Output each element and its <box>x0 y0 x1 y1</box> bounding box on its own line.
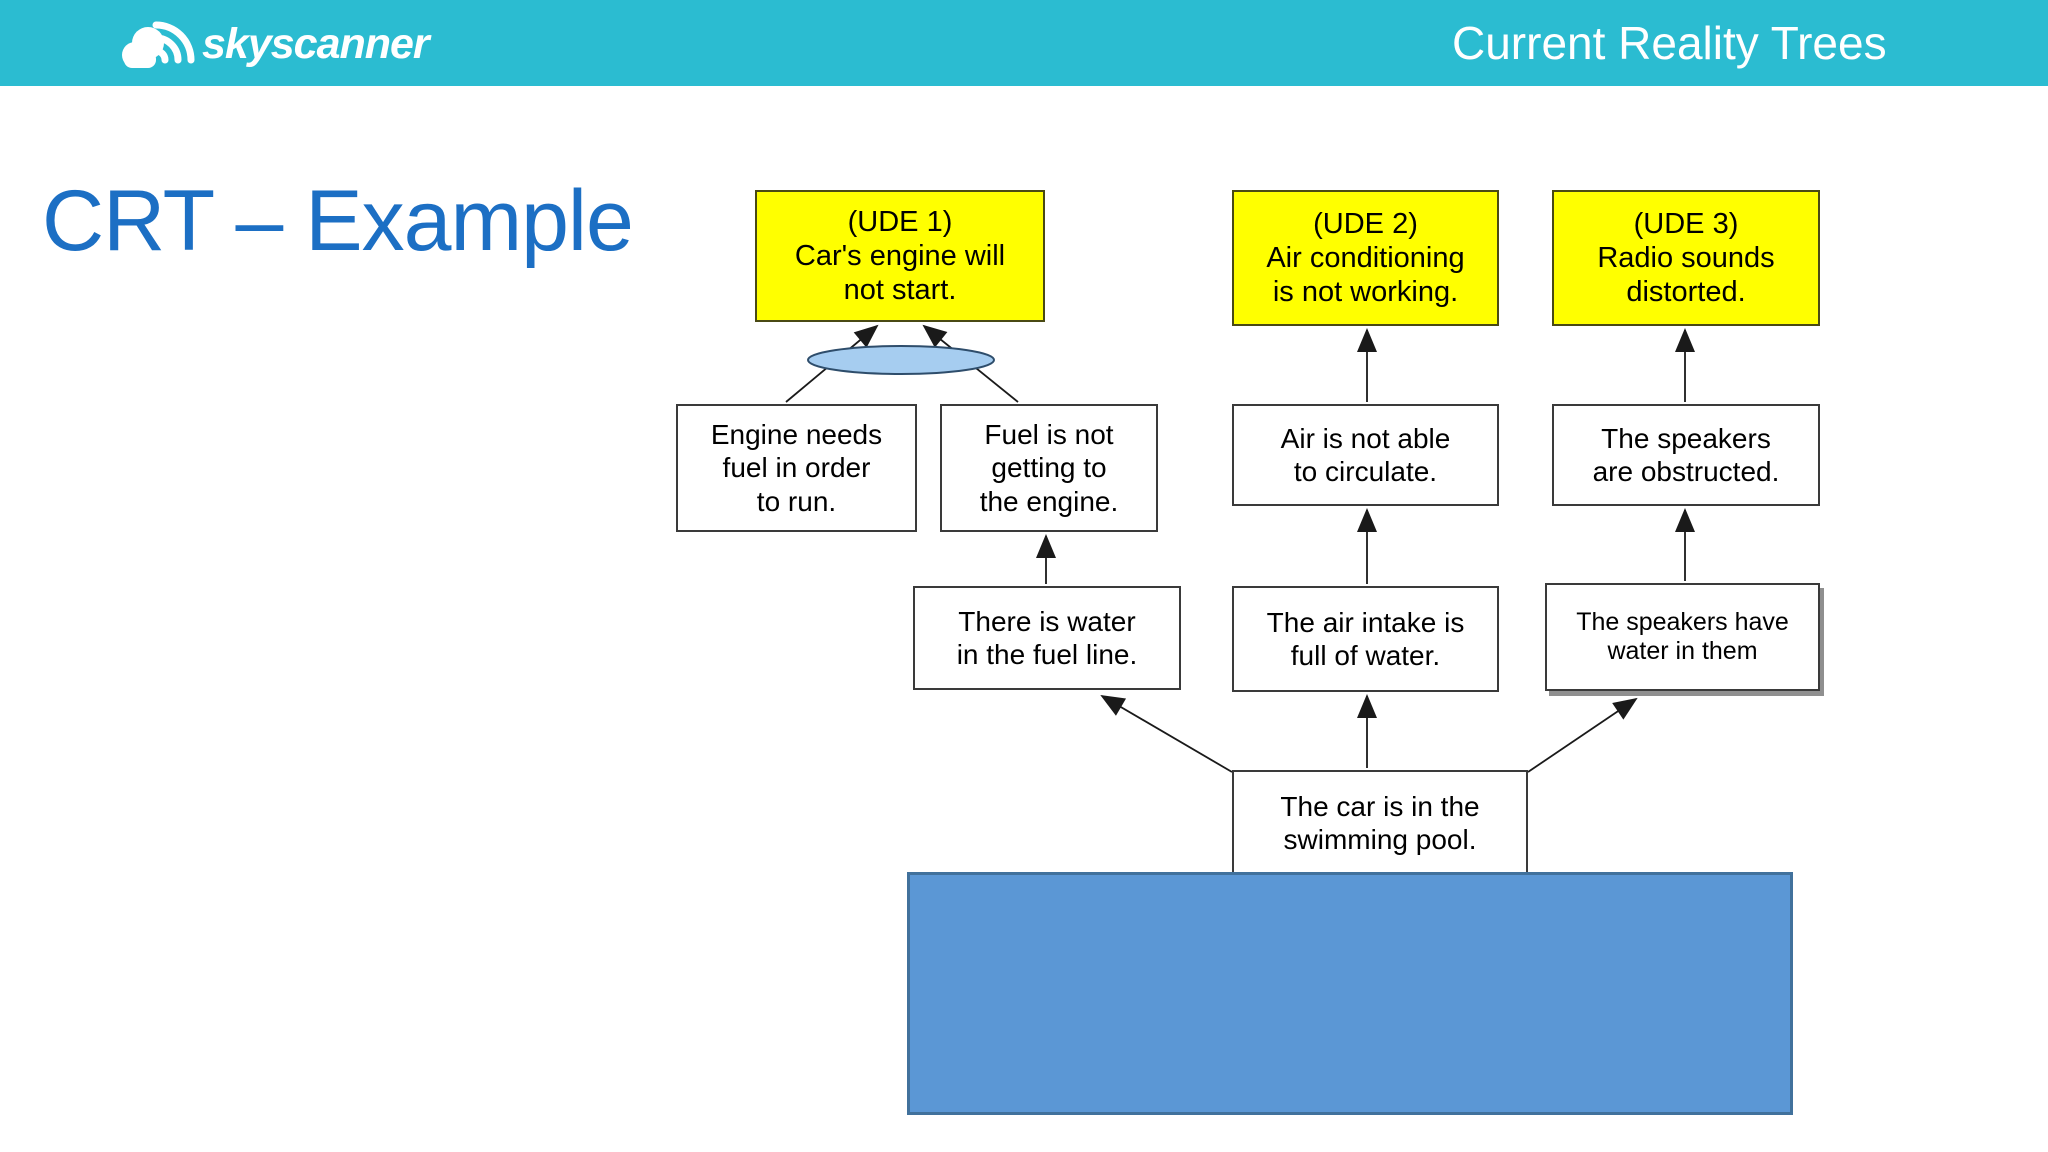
node-air-not-circulate: Air is not able to circulate. <box>1232 404 1499 506</box>
node-ude3: (UDE 3) Radio sounds distorted. <box>1552 190 1820 326</box>
node-water-in-fuel-line: There is water in the fuel line. <box>913 586 1181 690</box>
skyscanner-logo: skyscanner <box>118 14 430 74</box>
arrow-fuel-to-ude1 <box>922 324 1019 403</box>
node-ude2: (UDE 2) Air conditioning is not working. <box>1232 190 1499 326</box>
node-speakers-obstructed: The speakers are obstructed. <box>1552 404 1820 506</box>
node-engine-needs-fuel: Engine needs fuel in order to run. <box>676 404 917 532</box>
node-speakers-have-water: The speakers have water in them <box>1545 583 1820 691</box>
arrow-engine-to-ude1 <box>785 324 879 403</box>
skyscanner-logo-text: skyscanner <box>202 19 430 68</box>
skyscanner-cloud-icon <box>122 21 195 68</box>
header-title: Current Reality Trees <box>1452 17 1887 69</box>
header-bar: skyscanner Current Reality Trees <box>0 0 2048 86</box>
node-car-in-pool: The car is in the swimming pool. <box>1232 770 1528 876</box>
arrow-car-to-waterline <box>1100 694 1233 773</box>
hidden-cause-cover-box <box>907 872 1793 1115</box>
node-ude1: (UDE 1) Car's engine will not start. <box>755 190 1045 322</box>
node-air-intake-full: The air intake is full of water. <box>1232 586 1499 692</box>
node-fuel-not-getting: Fuel is not getting to the engine. <box>940 404 1158 532</box>
and-junction-ellipse <box>807 345 995 375</box>
slide-title: CRT – Example <box>42 173 634 269</box>
arrow-car-to-speakerwater <box>1527 697 1638 773</box>
